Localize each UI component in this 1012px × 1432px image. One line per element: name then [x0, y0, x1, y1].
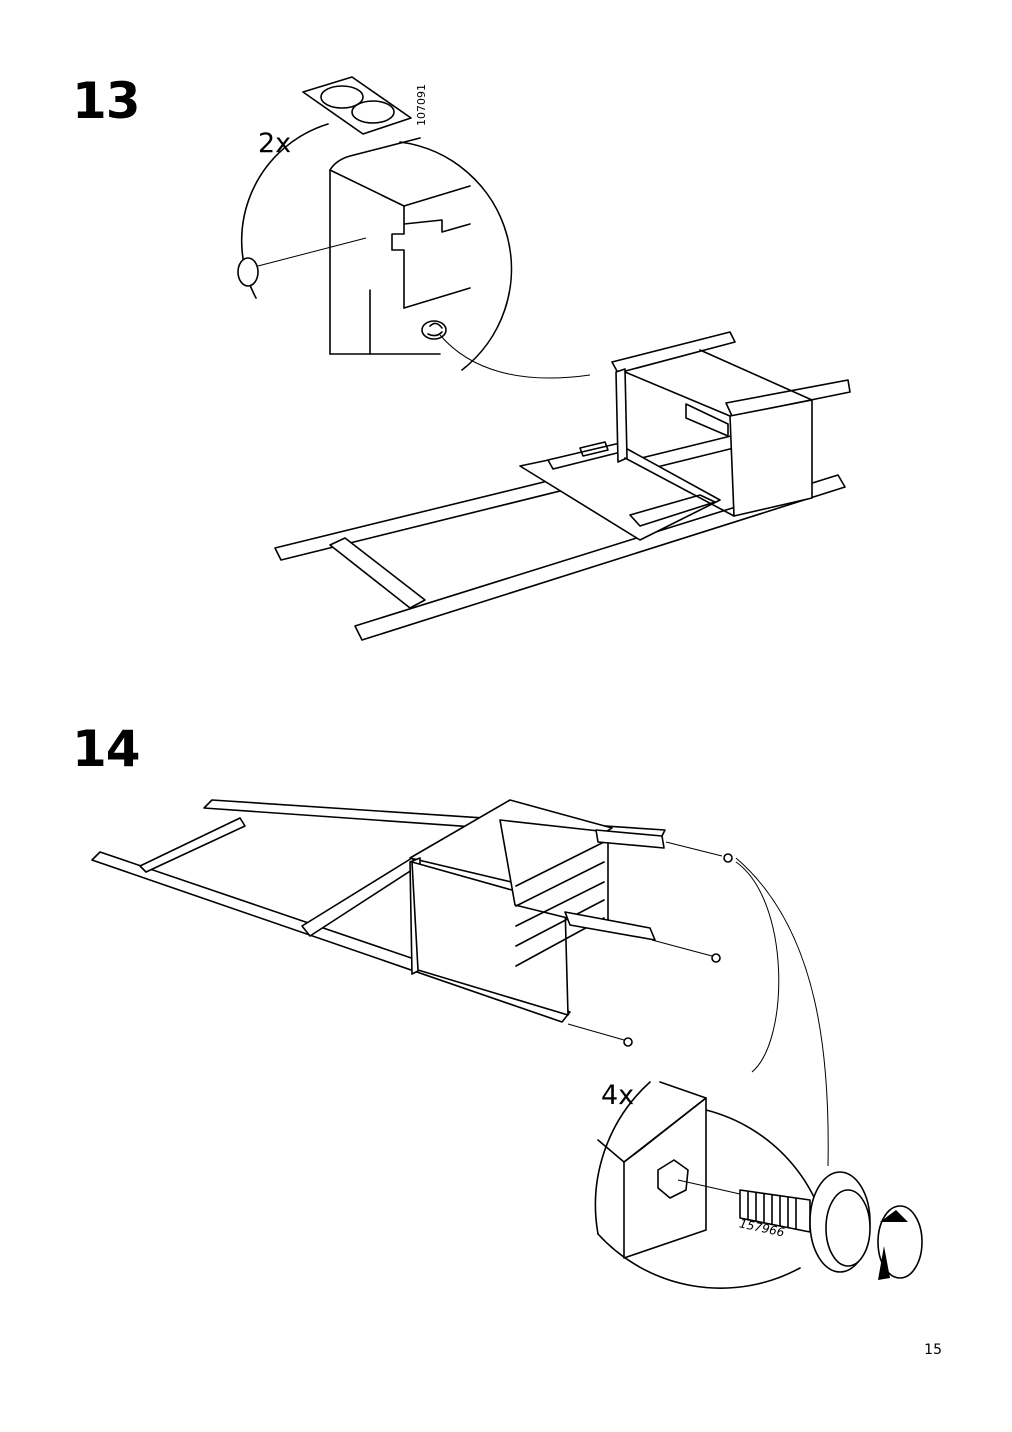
step-number-14: 14 [72, 720, 141, 778]
stool-assembly-13 [274, 331, 851, 641]
detail-circle-13 [237, 123, 513, 371]
quantity-label-14: 4x [601, 1080, 635, 1111]
adjustable-feet-14 [567, 841, 733, 1047]
page-number: 15 [924, 1342, 942, 1358]
rotate-arrow-icon [877, 1205, 923, 1280]
felt-pad-sheet [302, 76, 412, 135]
stool-assembly-14 [91, 799, 666, 1023]
detail-circle-14 [594, 1081, 923, 1289]
leader-line-14a [735, 861, 780, 1073]
quantity-label-13: 2x [258, 128, 292, 159]
part-number-13: 107091 [415, 84, 428, 126]
step-number-13: 13 [72, 72, 141, 130]
leader-line-13 [439, 334, 591, 379]
leveling-foot [739, 1171, 871, 1273]
leader-line-14b [735, 857, 829, 1167]
